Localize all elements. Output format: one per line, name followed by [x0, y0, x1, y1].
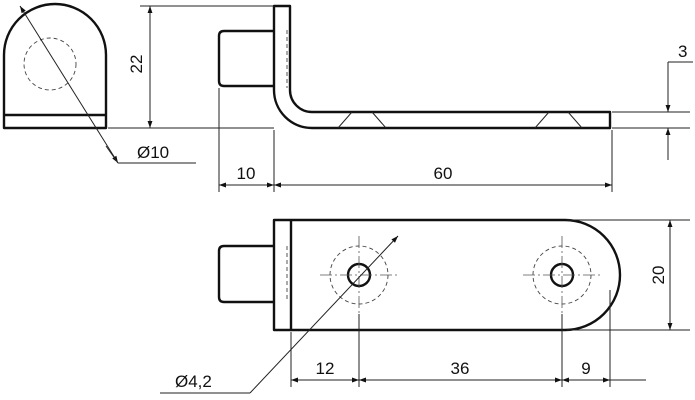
side-bracket-outline [272, 4, 612, 130]
end-view-hidden-circle [23, 37, 77, 91]
top-view: Ø4,2 20 12 36 9 [160, 218, 690, 394]
dim-60-label: 60 [434, 164, 453, 183]
side-view: 22 3 10 60 [108, 4, 693, 192]
side-hatch-1 [337, 111, 353, 129]
dim-9-label: 9 [581, 359, 590, 378]
side-hatch-3 [534, 111, 550, 129]
dim-36-label: 36 [451, 359, 470, 378]
end-view-diameter-line [19, 5, 119, 164]
top-plate-outline [272, 218, 622, 332]
side-stud [217, 29, 274, 88]
hole-1-countersink [329, 245, 389, 305]
dim-20-label: 20 [649, 266, 668, 285]
dim-12-label: 12 [316, 359, 335, 378]
top-stud [217, 244, 274, 304]
dim-3-label: 3 [678, 42, 687, 61]
dim-10-label: 10 [237, 164, 256, 183]
hole-diameter-line [249, 235, 399, 394]
end-view-outline [2, 2, 108, 130]
diameter-10-label: Ø10 [137, 143, 169, 162]
side-hatch-2 [371, 111, 387, 129]
dim-22-label: 22 [127, 55, 146, 74]
hole-diameter-label: Ø4,2 [175, 372, 212, 391]
hole-2-countersink [532, 245, 592, 305]
end-view-leader [105, 145, 119, 164]
end-view: Ø10 [2, 2, 196, 164]
side-hatch-4 [567, 111, 583, 129]
